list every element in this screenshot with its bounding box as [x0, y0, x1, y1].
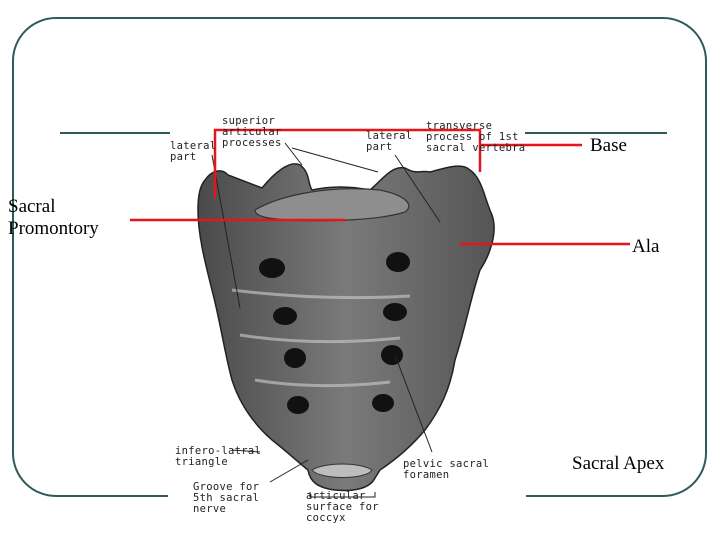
left-rule — [60, 132, 170, 134]
foramen-r4 — [372, 394, 394, 412]
label-ala: Ala — [632, 236, 660, 257]
foramen-r3 — [381, 345, 403, 365]
ridge-2 — [239, 333, 401, 344]
label-transverse-process: transverse process of 1st sacral vertebr… — [426, 120, 526, 154]
label-articular-surface: articular surface for coccyx — [306, 490, 379, 524]
label-groove: Groove for 5th sacral nerve — [193, 481, 260, 515]
foramen-l2 — [273, 307, 297, 325]
coccyx-surface — [311, 463, 373, 478]
foramen-r1 — [386, 252, 410, 272]
label-pelvic-sacral: pelvic sacral foramen — [403, 458, 490, 481]
foramen-l3 — [284, 348, 306, 368]
ridge-3 — [254, 378, 391, 388]
label-lateral-part-right: lateral part — [366, 130, 413, 153]
label-superior-articular: superior articular processes — [222, 115, 282, 149]
foramen-r2 — [383, 303, 407, 321]
label-sacral-apex: Sacral Apex — [572, 453, 665, 474]
ridge-1 — [231, 288, 411, 300]
label-base: Base — [590, 135, 627, 156]
right-rule — [525, 132, 667, 134]
foramen-l1 — [259, 258, 285, 278]
label-infero-lateral: infero-latral triangle — [175, 445, 262, 468]
foramen-l4 — [287, 396, 309, 414]
sacrum-body — [197, 163, 495, 492]
label-lateral-part-left: lateral part — [170, 140, 217, 163]
frame-gap-bottom — [168, 490, 526, 502]
label-sacral-promontory: Sacral Promontory — [8, 196, 99, 239]
